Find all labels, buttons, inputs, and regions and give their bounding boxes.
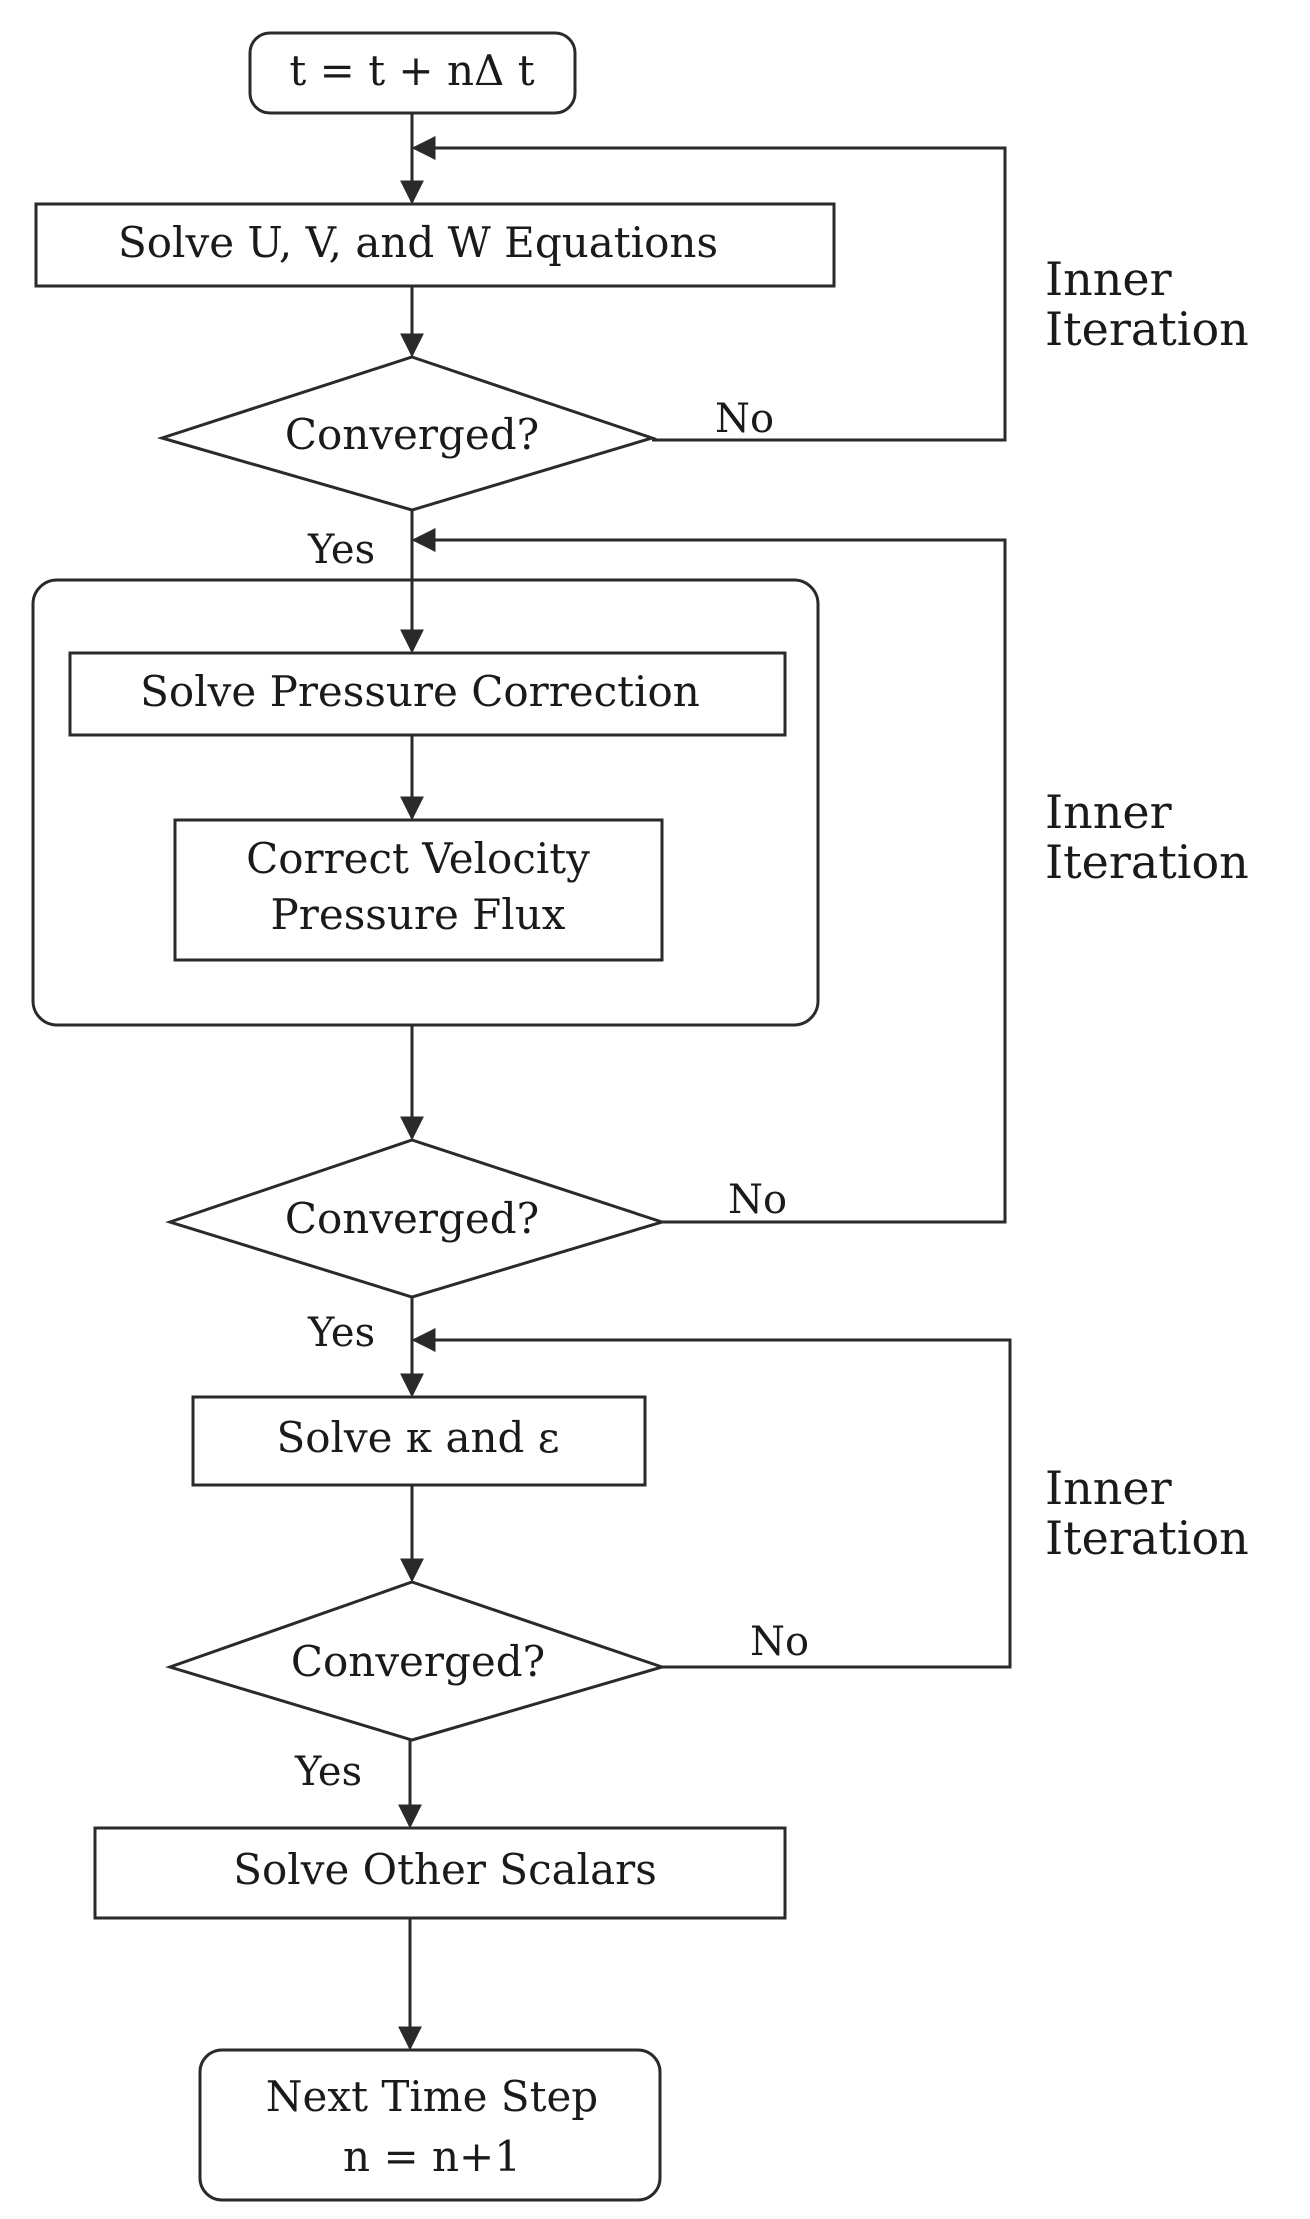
decision-2-label: Converged? [285, 1194, 539, 1243]
solve-ke-box [191, 1395, 647, 1487]
yes-2-label: Yes [307, 1310, 375, 1356]
loop-3-label-line1: Inner [1045, 1461, 1172, 1515]
solve-pressure-label: Solve Pressure Correction [140, 667, 700, 716]
solve-uvw-box [34, 202, 836, 288]
yes-3-label: Yes [294, 1749, 362, 1795]
correct-velocity-box [173, 818, 664, 962]
pressure-group [31, 578, 820, 1027]
loop-3-connector [411, 1328, 1012, 1669]
no-2-label: No [728, 1177, 787, 1223]
loop-2-label-line2: Iteration [1045, 835, 1249, 889]
loop-2-label-line1: Inner [1045, 785, 1172, 839]
loop-1-label-line2: Iteration [1045, 302, 1249, 356]
decision-3-label: Converged? [291, 1637, 545, 1686]
next-step-node [198, 2048, 662, 2202]
correct-velocity-label-line1: Correct Velocity [246, 834, 590, 883]
start-node-label: t = t + nΔ t [289, 46, 534, 95]
solve-scalars-label: Solve Other Scalars [233, 1845, 657, 1894]
decision-1-label: Converged? [285, 410, 539, 459]
yes-1-label: Yes [307, 527, 375, 573]
loop-3-label-line2: Iteration [1045, 1511, 1249, 1565]
no-1-label: No [715, 396, 774, 442]
next-step-label-line2: n = n+1 [343, 2132, 521, 2181]
solve-ke-label: Solve κ and ε [276, 1413, 559, 1462]
solve-uvw-label: Solve U, V, and W Equations [118, 218, 718, 267]
loop-1-connector [411, 136, 1007, 442]
solve-pressure-box [68, 651, 787, 737]
loop-2-connector [411, 528, 1007, 1224]
loop-1-label-line1: Inner [1045, 252, 1172, 306]
decision-3-diamond [165, 1580, 667, 1742]
correct-velocity-label-line2: Pressure Flux [271, 890, 566, 939]
no-3-label: No [750, 1619, 809, 1665]
solve-scalars-box [93, 1826, 787, 1920]
next-step-label-line1: Next Time Step [266, 2072, 598, 2121]
